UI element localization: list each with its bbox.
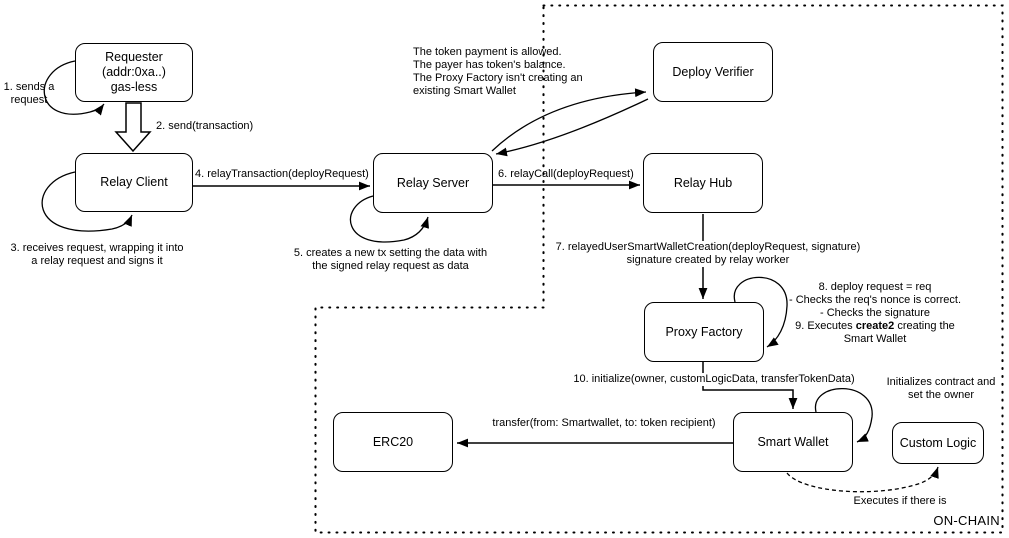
arrow-from-deploy-verifier bbox=[495, 98, 649, 157]
arrow-executes-custom-logic bbox=[786, 466, 939, 493]
node-requester: Requester (addr:0xa..) gas-less bbox=[75, 43, 193, 102]
block-arrow-send-transaction bbox=[114, 102, 152, 153]
label-step9-bold: create2 bbox=[855, 319, 895, 332]
onchain-label: ON-CHAIN bbox=[933, 513, 1000, 528]
label-step9-suffix: creating the Smart Wallet bbox=[843, 319, 955, 345]
loop-proxy-factory bbox=[733, 276, 788, 348]
node-proxy-factory: Proxy Factory bbox=[644, 302, 764, 362]
onchain-region-border bbox=[314, 4, 1004, 534]
node-relay-client: Relay Client bbox=[75, 153, 193, 212]
label-step9-prefix: 9. Executes bbox=[795, 319, 856, 332]
loop-smart-wallet bbox=[815, 387, 873, 443]
label-verifier-checks: The token payment is allowed. The payer … bbox=[413, 46, 583, 97]
label-transfer: transfer(from: Smartwallet, to: token re… bbox=[492, 417, 716, 429]
loop-requester bbox=[43, 60, 105, 116]
label-step7: 7. relayedUserSmartWalletCreation(deploy… bbox=[550, 241, 866, 267]
arrow-to-deploy-verifier bbox=[491, 88, 647, 152]
label-step5: 5. creates a new tx setting the data wit… bbox=[293, 247, 488, 272]
label-step6: 6. relayCall(deployRequest) bbox=[498, 168, 634, 180]
label-step2: 2. send(transaction) bbox=[156, 120, 254, 132]
label-step1: 1. sends a request bbox=[3, 81, 55, 106]
label-step4: 4. relayTransaction(deployRequest) bbox=[195, 168, 369, 180]
label-step8-text: 8. deploy request = req - Checks the req… bbox=[788, 281, 962, 319]
node-custom-logic: Custom Logic bbox=[892, 422, 984, 464]
node-deploy-verifier: Deploy Verifier bbox=[653, 42, 773, 102]
loop-relay-server bbox=[349, 195, 429, 243]
label-step3: 3. receives request, wrapping it into a … bbox=[10, 242, 184, 267]
label-initializes-note: Initializes contract and set the owner bbox=[886, 376, 996, 401]
node-relay-server: Relay Server bbox=[373, 153, 493, 213]
label-step10: 10. initialize(owner, customLogicData, t… bbox=[566, 373, 862, 386]
node-relay-hub: Relay Hub bbox=[643, 153, 763, 213]
loop-relay-client bbox=[41, 171, 133, 232]
label-step8-9: 8. deploy request = req - Checks the req… bbox=[781, 281, 969, 346]
label-executes-note: Executes if there is bbox=[853, 495, 947, 507]
node-smart-wallet: Smart Wallet bbox=[733, 412, 853, 472]
node-erc20: ERC20 bbox=[333, 412, 453, 472]
